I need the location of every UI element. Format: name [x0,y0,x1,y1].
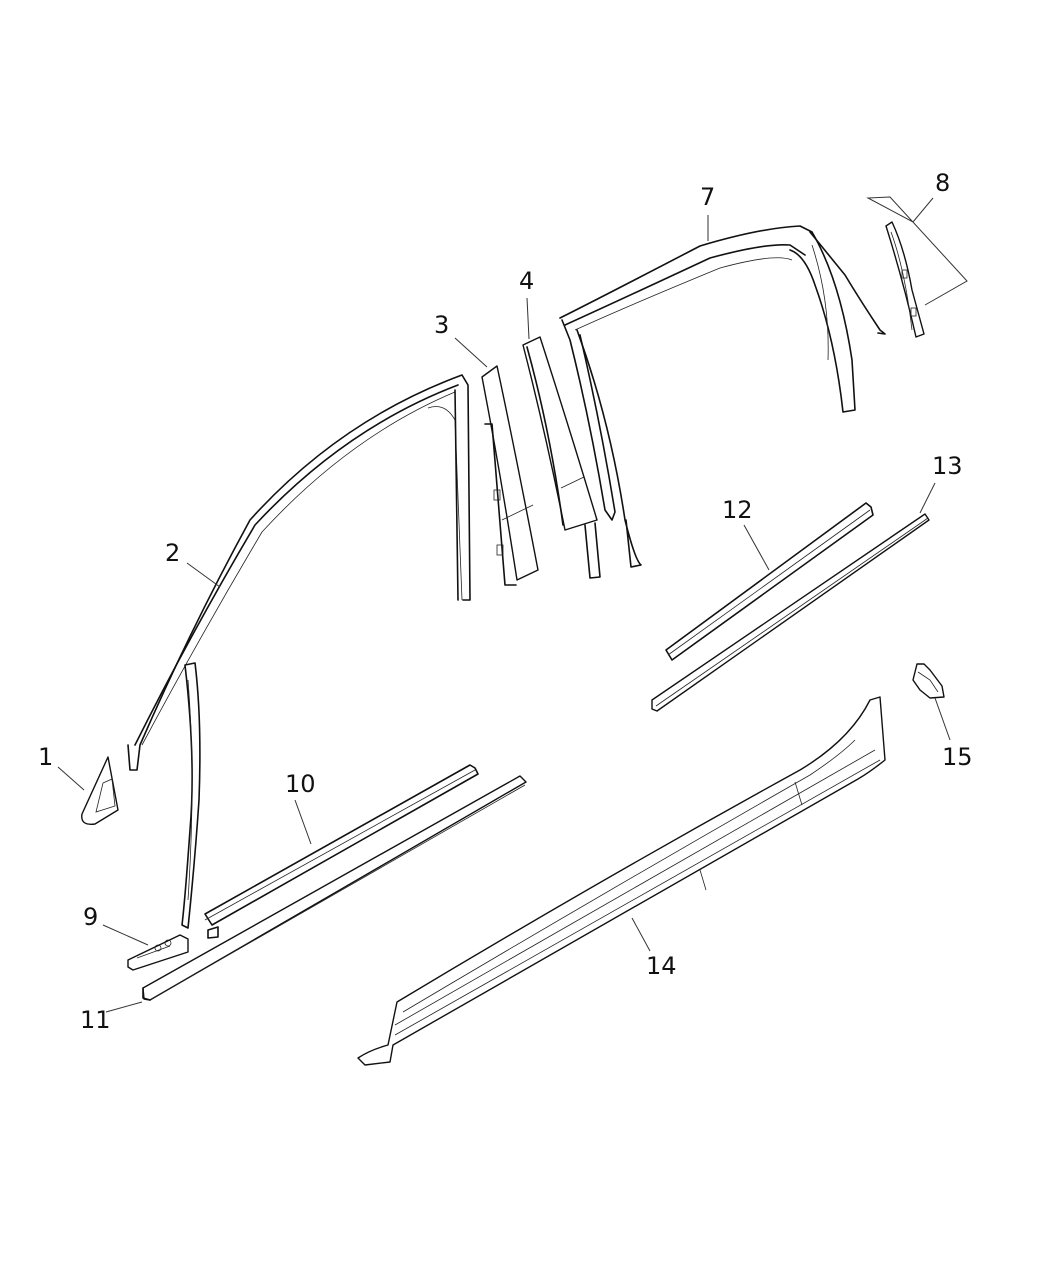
leader-11 [105,1001,143,1013]
leader-lines [57,196,968,1013]
leader-15 [934,697,951,741]
leader-8 [866,196,968,306]
callout-14: 14 [646,952,677,980]
callout-8: 8 [935,169,950,197]
callout-15: 15 [942,743,973,771]
callout-13: 13 [932,452,963,480]
leader-13 [919,482,936,514]
part-1-mirror-flag-seal [81,756,119,825]
part-14-sill-molding [357,696,886,1066]
part-10-front-inner-belt [204,764,479,939]
part-4-b-pillar-applique-rear [522,336,601,579]
callout-12: 12 [722,496,753,524]
part-13-rear-outer-belt [651,513,930,712]
callout-3: 3 [434,311,449,339]
callout-11: 11 [80,1006,111,1034]
part-2-front-door-frame [127,374,471,929]
callout-9: 9 [83,903,98,931]
part-3-b-pillar-applique-front [481,365,539,586]
leader-12 [743,524,770,571]
part-7-rear-door-frame [559,225,886,568]
leader-1 [57,766,85,791]
part-8-c-pillar-applique [885,221,925,338]
part-9-belt-end-cap [127,934,189,971]
part-11-front-outer-belt [142,775,527,1001]
callout-7: 7 [700,183,715,211]
callout-labels: 1 2 3 4 7 8 9 10 11 12 13 14 15 [38,169,973,1034]
callout-4: 4 [519,267,534,295]
part-12-rear-inner-belt [665,502,874,661]
leader-10 [294,799,312,845]
part-15-sill-clip [912,663,945,699]
leader-3 [454,337,488,368]
leader-4 [526,297,530,340]
leader-2 [186,562,221,588]
callout-2: 2 [165,539,180,567]
callout-10: 10 [285,770,316,798]
leader-9 [102,924,149,946]
leader-14 [631,917,651,952]
callout-1: 1 [38,743,53,771]
